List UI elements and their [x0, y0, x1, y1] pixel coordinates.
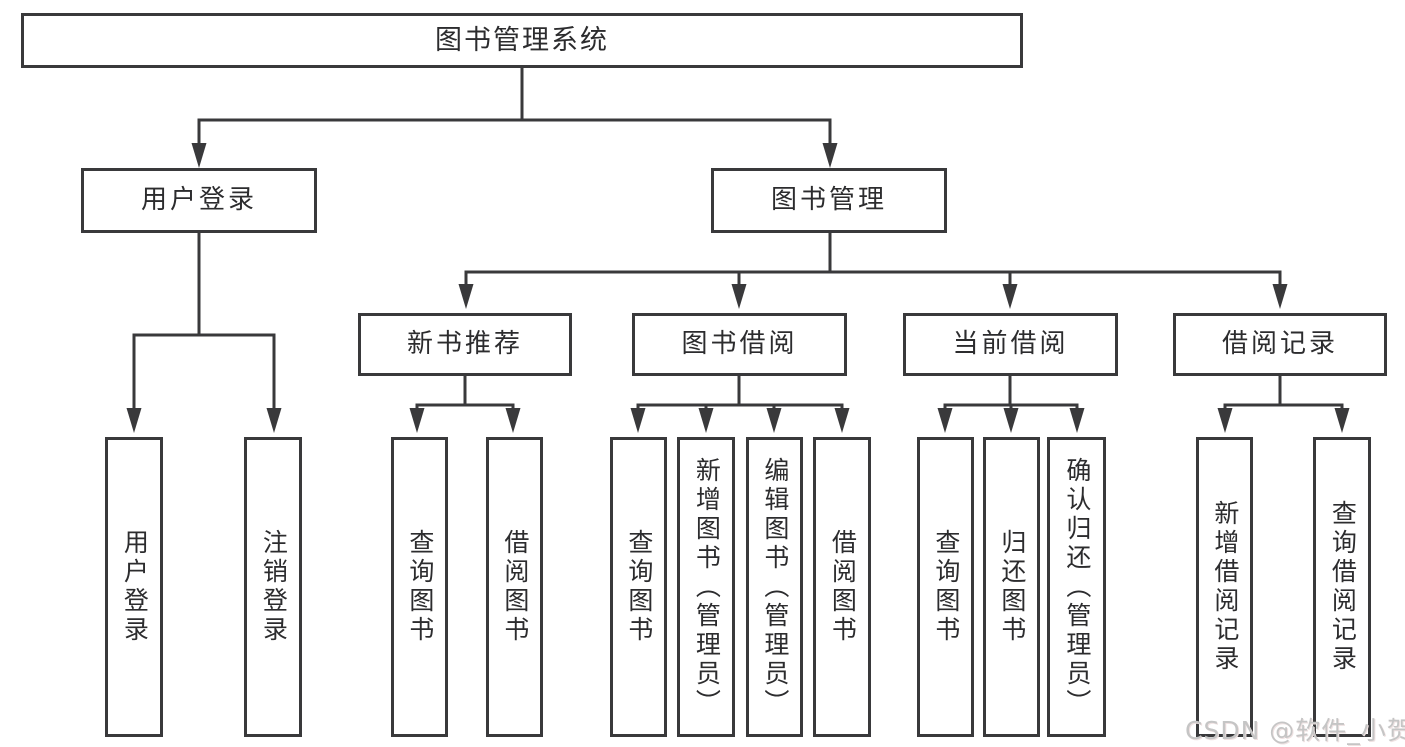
- node-user-login: 用户登录: [81, 168, 317, 233]
- leaf-borrow-books: 借阅图书: [813, 437, 871, 737]
- leaf-query-borrow-record: 查询借阅记录: [1313, 437, 1371, 737]
- leaf-confirm-return-admin: 确认归还（管理员）: [1047, 437, 1106, 737]
- node-book-borrow: 图书借阅: [632, 313, 847, 376]
- arrowhead-icons: [126, 143, 1350, 433]
- node-book-management: 图书管理: [711, 168, 947, 233]
- leaf-edit-books-admin: 编辑图书（管理员）: [746, 437, 803, 737]
- node-current-borrow: 当前借阅: [903, 313, 1118, 376]
- leaf-query-books-borrow: 查询图书: [610, 437, 667, 737]
- leaf-query-books-recommend: 查询图书: [391, 437, 448, 737]
- leaf-query-books-current: 查询图书: [917, 437, 974, 737]
- node-borrow-records: 借阅记录: [1173, 313, 1387, 376]
- leaf-user-login: 用户登录: [105, 437, 163, 737]
- leaf-add-books-admin: 新增图书（管理员）: [677, 437, 735, 737]
- leaf-borrow-books-recommend: 借阅图书: [486, 437, 543, 737]
- leaf-return-books: 归还图书: [983, 437, 1040, 737]
- leaf-add-borrow-record: 新增借阅记录: [1196, 437, 1253, 737]
- leaf-logout: 注销登录: [244, 437, 302, 737]
- csdn-watermark: CSDN @软件_小贺同学: [1185, 716, 1405, 745]
- node-library-management-system: 图书管理系统: [21, 13, 1023, 68]
- node-new-book-recommend: 新书推荐: [358, 313, 572, 376]
